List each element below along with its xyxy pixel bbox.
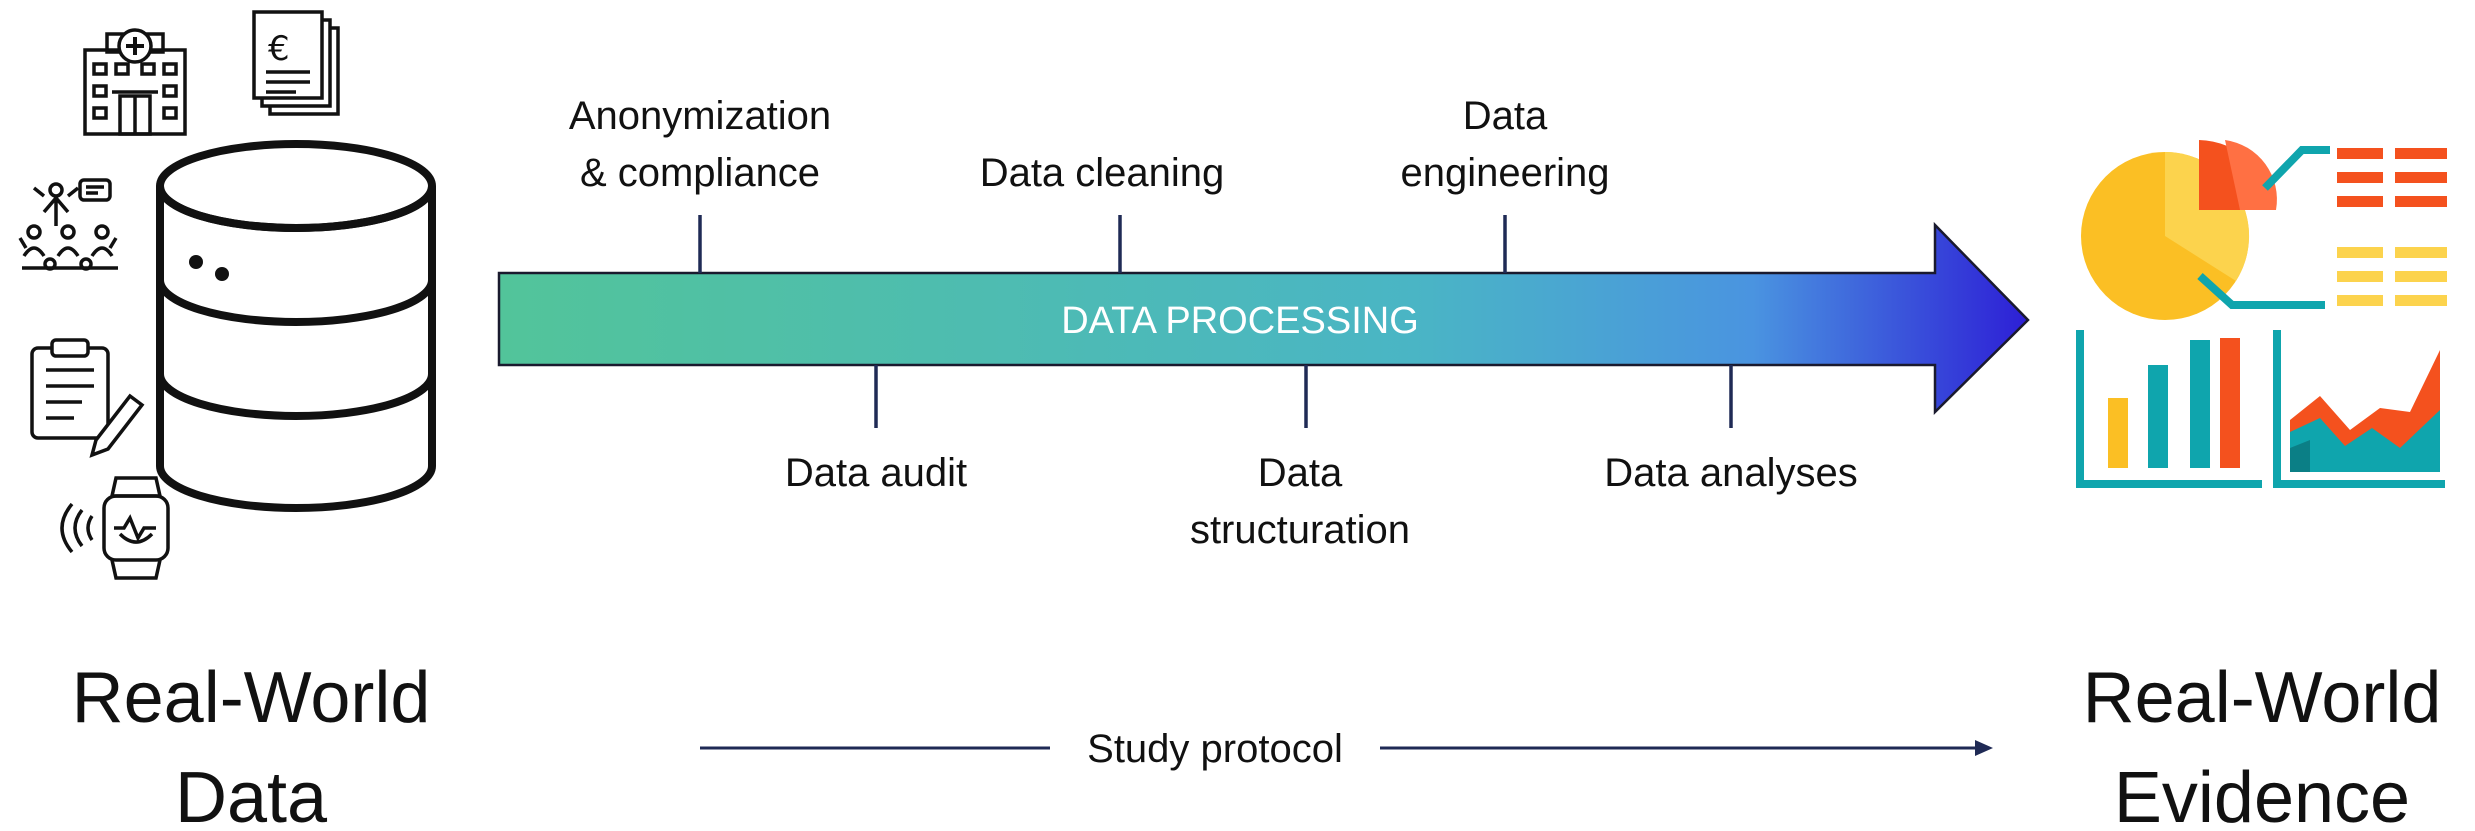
smartwatch-icon [60, 476, 170, 580]
study-protocol-label: Study protocol [1087, 727, 1343, 771]
euro-invoice-icon: € [252, 10, 340, 116]
step-audit: Data audit [785, 451, 967, 495]
step-cleaning: Data cleaning [980, 151, 1225, 195]
patient-community-icon [18, 178, 118, 271]
study-protocol-arrow [700, 740, 1993, 756]
area-chart-icon [2273, 330, 2445, 488]
hospital-icon [83, 28, 187, 136]
right-title-line-2: Evidence [2114, 758, 2410, 831]
step-anonymization-line-1: Anonymization [569, 94, 831, 138]
step-engineering-line-1: Data [1463, 94, 1548, 138]
right-title-line-1: Real-World [2083, 658, 2442, 738]
step-analyses: Data analyses [1604, 451, 1857, 495]
analytics-dashboard-icon [2076, 140, 2447, 488]
step-ticks [698, 215, 1733, 428]
svg-text:€: € [268, 29, 290, 69]
step-structuration-line-2: structuration [1190, 508, 1410, 552]
arrow-label: DATA PROCESSING [1061, 300, 1419, 342]
clipboard-form-icon [30, 338, 145, 458]
left-title-line-1: Real-World [72, 658, 431, 738]
bar-chart-icon [2076, 330, 2262, 488]
data-processing-arrow [497, 221, 2030, 415]
step-engineering-line-2: engineering [1400, 151, 1609, 195]
left-title-line-2: Data [175, 758, 328, 831]
database-icon [156, 140, 436, 512]
step-structuration-line-1: Data [1258, 451, 1343, 495]
step-anonymization-line-2: & compliance [580, 151, 820, 195]
